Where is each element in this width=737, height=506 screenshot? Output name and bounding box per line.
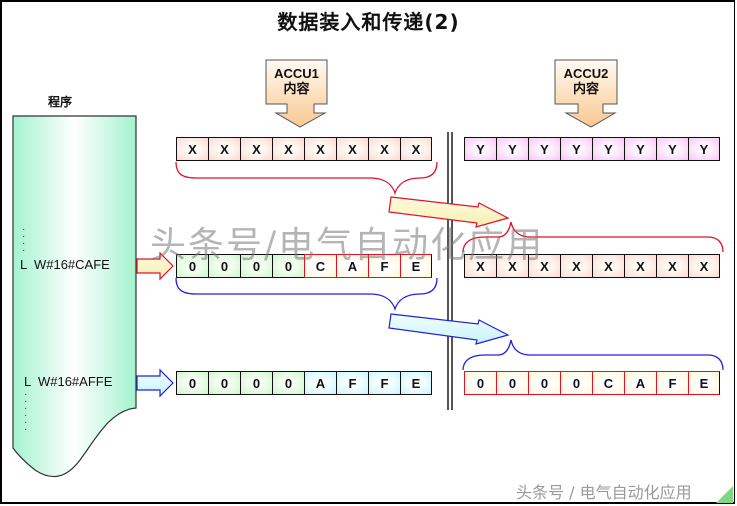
load-arrow-blue [136,368,174,398]
register-cell: X [592,254,624,278]
register-cell: X [400,137,432,161]
register-cell: Y [560,137,592,161]
register-cell: X [528,254,560,278]
accu2-down-arrow [554,59,618,128]
accu2-brace-blue [462,339,724,371]
register-cell: X [304,137,336,161]
register-cell: E [400,254,432,278]
register-cell: X [560,254,592,278]
transfer-arrow-blue [388,313,510,345]
accu1-brace-red [175,161,438,196]
register-cell: A [304,371,336,395]
register-cell: F [656,371,688,395]
ellipsis-dots: ······ [24,389,28,435]
register-cell: Y [592,137,624,161]
ellipsis-dots: ···· [22,224,26,256]
accu2-brace-red [462,221,724,253]
register-cell: F [368,254,400,278]
register-cell: F [336,371,368,395]
register-cell: Y [464,137,496,161]
register-cell: X [240,137,272,161]
accu1-brace-blue [175,277,438,312]
register-cell: Y [688,137,720,161]
register-cell: Y [528,137,560,161]
transfer-arrow-red [388,196,510,228]
register-cell: 0 [240,254,272,278]
register-cell: X [176,137,208,161]
register-cell: Y [496,137,528,161]
accu2-register-after-second: 0 0 0 0 C A F E [464,371,720,395]
register-cell: X [272,137,304,161]
register-cell: 0 [464,371,496,395]
register-cell: 0 [496,371,528,395]
register-cell: C [592,371,624,395]
accu1-register-after-second: 0 0 0 0 A F F E [176,371,432,395]
register-cell: 0 [240,371,272,395]
register-cell: X [464,254,496,278]
register-cell: 0 [176,371,208,395]
accu2-label: ACCU2 内容 [555,66,617,96]
register-cell: X [688,254,720,278]
register-cell: 0 [208,371,240,395]
register-cell: E [400,371,432,395]
program-instruction-1: L W#16#CAFE [20,257,110,272]
program-block [12,115,137,478]
accu1-register-initial: X X X X X X X X [176,137,432,161]
page-title: 数据装入和传递(2) [277,10,460,34]
register-cell: C [304,254,336,278]
register-cell: 0 [176,254,208,278]
accu2-name: ACCU2 [563,66,609,81]
accu1-name: ACCU1 [274,66,319,81]
register-cell: 0 [208,254,240,278]
accu1-label: ACCU1 内容 [266,66,327,96]
register-cell: F [368,371,400,395]
register-cell: X [368,137,400,161]
register-cell: 0 [528,371,560,395]
register-cell: X [624,254,656,278]
load-arrow-red [136,251,174,281]
register-cell: E [688,371,720,395]
watermark-large: 头条号/电气自动化应用 [150,225,545,266]
register-cell: X [336,137,368,161]
accu1-sub: 内容 [283,81,310,96]
register-cell: Y [656,137,688,161]
register-cell: 0 [560,371,592,395]
program-label: 程序 [48,95,73,109]
register-cell: X [496,254,528,278]
register-cell: Y [624,137,656,161]
register-cell: X [656,254,688,278]
accu2-register-after-first: X X X X X X X X [464,254,720,278]
register-cell: X [208,137,240,161]
accu1-down-arrow [265,59,328,128]
register-cell: 0 [272,254,304,278]
register-cell: 0 [272,371,304,395]
program-instruction-2: L W#16#AFFE [24,374,113,389]
watermark-footer: 头条号 / 电气自动化应用 [516,483,692,502]
corner-fold-icon [716,486,733,503]
accu2-register-initial: Y Y Y Y Y Y Y Y [464,137,720,161]
accu2-sub: 内容 [572,81,599,96]
accu1-register-after-first: 0 0 0 0 C A F E [176,254,432,278]
register-cell: A [624,371,656,395]
register-cell: A [336,254,368,278]
